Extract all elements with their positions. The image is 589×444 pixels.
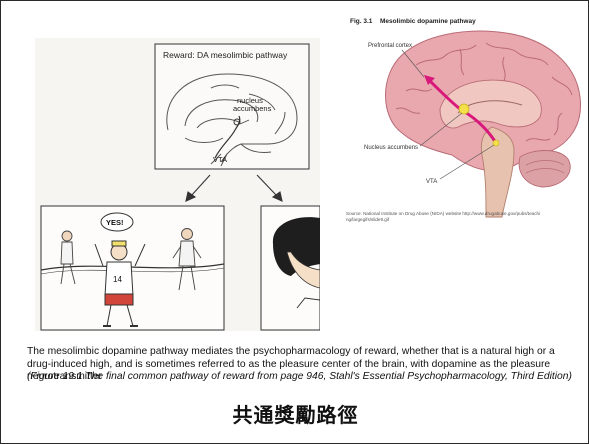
reward-diagram-svg: Reward: DA mesolimbic pathway nucleusacc… (35, 38, 320, 331)
shout-text: YES! (106, 218, 124, 227)
reward-diagram: Reward: DA mesolimbic pathway nucleusacc… (35, 38, 320, 331)
fig-title: Mesolimbic dopamine pathway (380, 18, 476, 25)
runner-bib: 14 (113, 275, 122, 284)
label-vta: VTA (213, 155, 227, 164)
anatomical-figure-svg: Fig. 3.1 Mesolimbic dopamine pathway (336, 5, 587, 227)
nucleus-accumbens-marker (459, 104, 469, 114)
source-note: (Figure 19.1 The final common pathway of… (27, 371, 572, 382)
runner-shorts (105, 294, 133, 305)
slide-title: 共通獎勵路徑 (1, 399, 589, 428)
brain-box (155, 44, 309, 169)
anatomical-figure: Fig. 3.1 Mesolimbic dopamine pathway (336, 5, 587, 227)
fig-label: Fig. 3.1 (350, 18, 373, 25)
label-accumbens: Nucleus accumbens (364, 145, 418, 151)
label-prefrontal: Prefrontal cortex (368, 43, 412, 49)
label-vta-right: VTA (426, 179, 437, 185)
box-heading: Reward: DA mesolimbic pathway (163, 50, 288, 60)
